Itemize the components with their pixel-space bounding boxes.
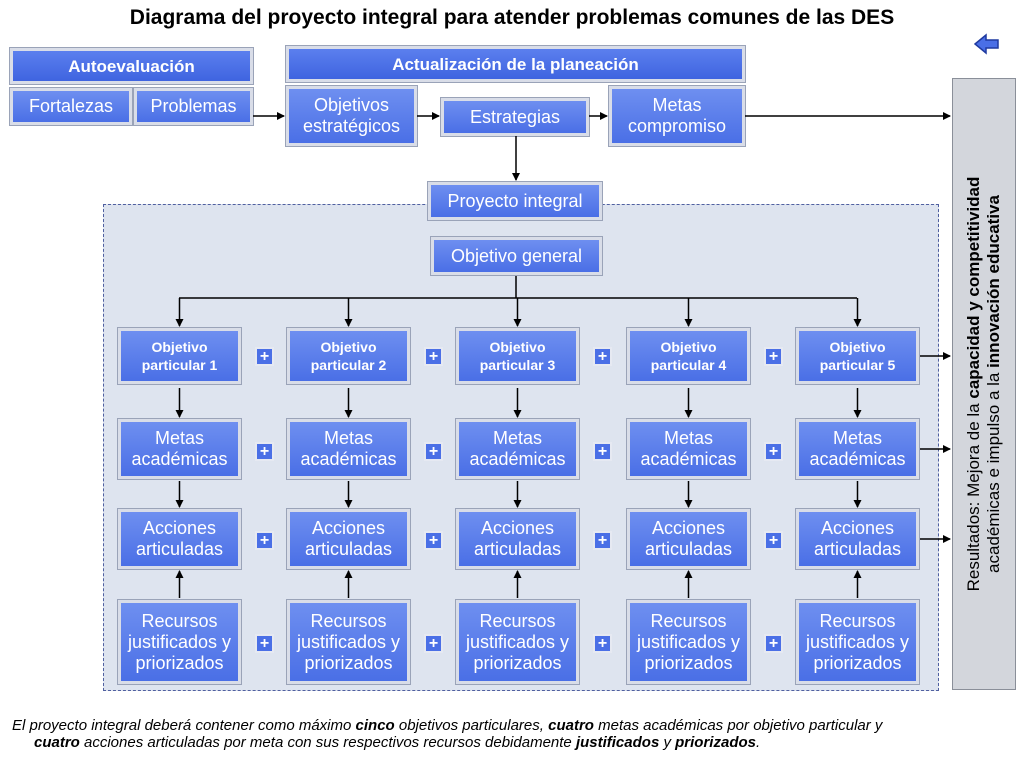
estrategias-box: Estrategias <box>440 97 590 137</box>
recursos-box-5: Recursos justificados y priorizados <box>795 599 920 685</box>
plus-icon: + <box>593 442 612 461</box>
plus-icon: + <box>593 531 612 550</box>
recursos-box-4: Recursos justificados y priorizados <box>626 599 751 685</box>
results-panel: Resultados: Mejora de la capacidad y com… <box>952 78 1016 690</box>
objetivo-particular-box-5: Objetivo particular 5 <box>795 327 920 385</box>
recursos-box-2: Recursos justificados y priorizados <box>286 599 411 685</box>
planeacion-header: Actualización de la planeación <box>285 45 746 83</box>
plus-icon: + <box>764 531 783 550</box>
plus-icon: + <box>764 347 783 366</box>
plus-icon: + <box>424 442 443 461</box>
plus-icon: + <box>255 442 274 461</box>
plus-icon: + <box>255 634 274 653</box>
plus-icon: + <box>424 347 443 366</box>
objetivo-particular-box-2: Objetivo particular 2 <box>286 327 411 385</box>
objetivo-particular-box-3: Objetivo particular 3 <box>455 327 580 385</box>
recursos-box-1: Recursos justificados y priorizados <box>117 599 242 685</box>
acciones-articuladas-box-1: Acciones articuladas <box>117 508 242 570</box>
plus-icon: + <box>764 442 783 461</box>
objetivo-general-box: Objetivo general <box>430 236 603 276</box>
autoevaluacion-header: Autoevaluación <box>9 47 254 85</box>
metas-academicas-box-2: Metas académicas <box>286 418 411 480</box>
plus-icon: + <box>255 531 274 550</box>
plus-icon: + <box>764 634 783 653</box>
footnote: El proyecto integral deberá contener com… <box>12 717 883 751</box>
page-title: Diagrama del proyecto integral para aten… <box>129 6 895 29</box>
recursos-box-3: Recursos justificados y priorizados <box>455 599 580 685</box>
acciones-articuladas-box-5: Acciones articuladas <box>795 508 920 570</box>
back-arrow-icon[interactable] <box>974 33 1000 55</box>
plus-icon: + <box>593 347 612 366</box>
acciones-articuladas-box-3: Acciones articuladas <box>455 508 580 570</box>
objetivos-estrategicos-box: Objetivos estratégicos <box>285 85 418 147</box>
plus-icon: + <box>424 531 443 550</box>
fortalezas-box: Fortalezas <box>9 87 133 126</box>
problemas-box: Problemas <box>133 87 254 126</box>
objetivo-particular-box-4: Objetivo particular 4 <box>626 327 751 385</box>
metas-academicas-box-4: Metas académicas <box>626 418 751 480</box>
metas-academicas-box-3: Metas académicas <box>455 418 580 480</box>
acciones-articuladas-box-4: Acciones articuladas <box>626 508 751 570</box>
plus-icon: + <box>424 634 443 653</box>
plus-icon: + <box>593 634 612 653</box>
proyecto-integral-box: Proyecto integral <box>427 181 603 221</box>
metas-academicas-box-1: Metas académicas <box>117 418 242 480</box>
acciones-articuladas-box-2: Acciones articuladas <box>286 508 411 570</box>
metas-compromiso-box: Metas compromiso <box>608 85 746 147</box>
objetivo-particular-box-1: Objetivo particular 1 <box>117 327 242 385</box>
metas-academicas-box-5: Metas académicas <box>795 418 920 480</box>
plus-icon: + <box>255 347 274 366</box>
